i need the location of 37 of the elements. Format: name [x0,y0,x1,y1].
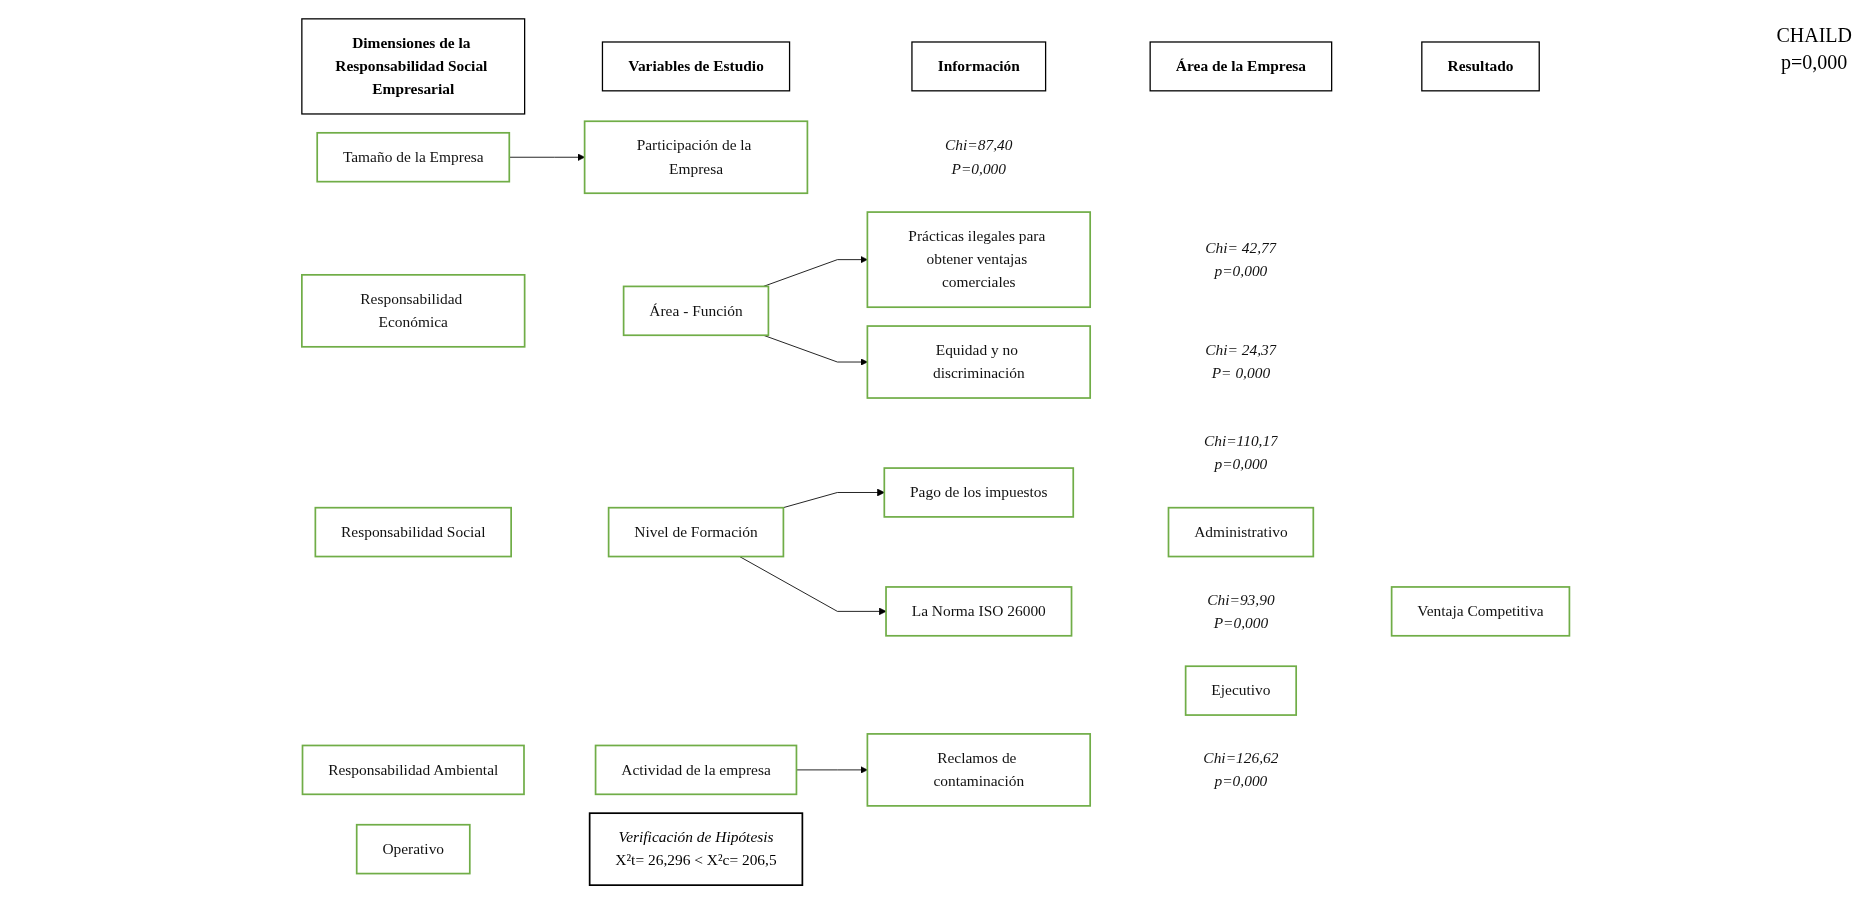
node-box: Pago de los impuestos [883,467,1075,518]
node-box: Verificación de Hipótesis X²t= 26,296 < X²c= 206,5 [589,812,804,886]
node-box: La Norma ISO 26000 [885,586,1073,637]
node-box: Participación de la Empresa [584,120,809,195]
node-box: Área - Función [623,285,770,337]
node-box: Responsabilidad Ambiental [302,744,526,796]
node-label: P=0,000 [1213,613,1269,632]
node-box: Dimensiones de la Responsabilidad Social Empresarial [301,18,526,115]
node-label: p=0,000 [1214,772,1268,790]
node-label: P= 0,000 [1212,364,1271,382]
node-box: Ejecutivo [1185,665,1298,716]
node-box: Responsabilidad Social [314,506,513,558]
node-box: Actividad de la empresa [595,744,798,796]
node-box: Administrativo [1168,506,1315,558]
node-label: p=0,000 [1214,455,1268,473]
node-box: Información [911,41,1047,92]
node-box: Operativo [356,823,471,875]
node-box: Equidad y no discriminación [866,325,1092,399]
note-text: p=0,000 [1780,51,1849,74]
node-box: Reclamos de contaminación [866,733,1092,807]
node-box: Tamaño de la Empresa [316,131,511,183]
note-text: CHAILD [1776,24,1852,47]
node-box: Variables de Estudio [602,41,791,92]
node-box: Ventaja Competitiva [1391,586,1571,637]
node-label: Chi=110,17 [1204,432,1279,450]
node-box: Resultado [1421,41,1541,92]
node-label: Chi= 24,37 [1205,341,1277,359]
node-box: Área de la Empresa [1149,41,1333,92]
node-box: Responsabilidad Económica [301,274,526,348]
node-box: Prácticas ilegales para obtener ventajas comerciales [866,211,1092,309]
node-label: Chi=126,62 [1203,749,1279,767]
node-label: P=0,000 [951,159,1007,177]
node-label: Chi= 42,77 [1205,239,1277,257]
node-box: Nivel de Formación [608,506,785,558]
node-label: Chi=87,40 [945,136,1013,154]
node-label: Chi=93,90 [1207,590,1275,608]
node-label: p=0,000 [1214,262,1268,280]
